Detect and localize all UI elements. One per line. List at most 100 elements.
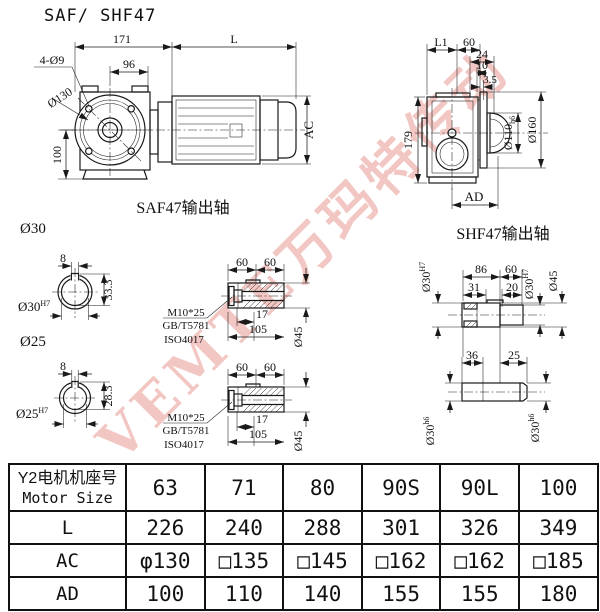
motor-size-table: Y2电机机座号 Motor Size 63 71 80 90S 90L 100 … [8,463,599,611]
shf-dim-25: 25 [508,348,520,362]
hollow-dim-17: 17 [256,307,268,321]
dim-179: 179 [401,131,415,149]
shf-shaft-left-dim: Ø30h6 [422,417,437,446]
shf-dim-31: 31 [468,280,480,294]
dim-3-5: 3.5 [483,74,497,86]
table-cell: 155 [360,576,442,611]
side-view-dimensions: L1 60 24 10 3.5 179 Ø110h6 Ø160 [401,35,546,209]
table-cell: 140 [282,576,363,611]
shf-bore-right-dim: Ø30H7 [521,269,536,299]
table-header-row: Y2电机机座号 Motor Size 63 71 80 90S 90L 100 [8,463,599,512]
dim-O160: Ø160 [525,117,539,144]
col-header-100: 100 [517,463,599,512]
dim-4xO9: 4-Ø9 [40,53,65,67]
shf-shaft-lower: 36 25 Ø30h6 Ø30h6 [422,348,551,445]
bore30-section: Ø30 8 33.3 Ø30H7 [18,221,115,320]
bore25-depth-dim: 28.3 [101,386,115,407]
bore30-fit-dim: Ø30H7 [18,299,50,314]
motor-size-header-cn: Y2电机机座号 [17,469,118,487]
table-cell: 240 [203,510,285,545]
shf-dim-36: 36 [466,348,478,362]
dim-L1: L1 [434,35,447,49]
hollow2-std-gb: GB/T5781 [162,425,209,437]
side-view-drawing [415,88,548,190]
shf-dim-O45: Ø45 [546,271,560,292]
motor-drawing [60,95,305,165]
dim-96: 96 [123,57,135,71]
col-header-80: 80 [282,463,363,512]
shf-dim-20: 20 [506,280,518,294]
hollow-dim-105: 105 [249,322,267,336]
shf-bore-left-dim: Ø30H7 [418,262,433,292]
hollow2-dim-60a: 60 [236,360,248,374]
motor-size-header-en: Motor Size [22,488,113,507]
table-cell: 288 [282,510,363,545]
dim-O130: Ø130 [45,85,75,111]
hollow-dim-60b: 60 [264,255,276,269]
front-view-drawing [68,85,152,180]
hollow-shaft-upper: 60 60 17 105 Ø45 M10*25 GB/T5781 ISO4017 [162,255,310,347]
drawings-svg: SAF/ SHF47 [16,6,567,451]
table-cell: □135 [203,543,285,578]
front-view-dimensions: 171 L 4-Ø9 96 Ø130 100 AC [34,32,316,180]
table-cell: □145 [282,543,363,578]
table-cell: □185 [517,543,599,578]
table-row-AC: AC φ130 □135 □145 □162 □162 □185 [8,543,599,578]
hollow2-dim-O45: Ø45 [291,431,305,452]
col-header-90S: 90S [360,463,442,512]
bore30-depth-dim: 33.3 [101,280,115,301]
table-cell: □162 [360,543,442,578]
hollow-dim-O45: Ø45 [291,327,305,348]
hollow-screw: M10*25 [167,307,205,319]
dim-10: 10 [476,58,488,72]
dim-24: 24 [476,47,488,61]
table-cell: 110 [203,576,285,611]
row-label-L: L [8,510,127,545]
table-cell: □162 [439,543,520,578]
hollow-shaft-lower: 60 60 17 105 Ø45 M10*25 GB/T5781 ISO4017 [162,360,310,451]
table-row-AD: AD 100 110 140 155 155 180 [8,576,599,611]
hollow-std-gb: GB/T5781 [162,320,209,332]
table-cell: 349 [517,510,599,545]
dim-60: 60 [463,35,475,49]
motor-size-header: Y2电机机座号 Motor Size [8,463,127,512]
table-cell: 155 [439,576,520,611]
shf-shaft-right-dim: Ø30h6 [527,414,542,443]
bore25-key-dim: 8 [60,359,66,373]
table-row-L: L 226 240 288 301 326 349 [8,510,599,545]
hollow2-dim-105: 105 [249,427,267,441]
shf-shaft-upper: 86 60 31 20 Ø30H7 Ø30H7 Ø45 [418,262,567,383]
dim-AD: AD [465,189,484,204]
table-cell: 180 [517,576,599,611]
shf-dim-86: 86 [475,262,487,276]
shf-output-label: SHF47输出轴 [456,225,549,243]
page-title: SAF/ SHF47 [44,6,156,26]
table-cell: φ130 [125,543,206,578]
col-header-71: 71 [203,463,285,512]
hollow2-dim-60b: 60 [264,360,276,374]
table-cell: 301 [360,510,442,545]
hollow2-screw: M10*25 [167,412,205,424]
hollow2-std-iso: ISO4017 [164,439,204,451]
hollow2-dim-17: 17 [256,412,268,426]
hollow-dim-60a: 60 [236,255,248,269]
bore25-title: Ø25 [20,334,46,350]
saf-output-label: SAF47输出轴 [136,199,229,217]
bore25-section: Ø25 8 28.3 Ø25H7 [16,334,115,428]
hollow-std-iso: ISO4017 [164,334,204,346]
dim-O110h6: Ø110h6 [501,116,517,150]
dim-L: L [230,32,237,46]
dim-100: 100 [50,146,64,164]
table-cell: 226 [125,510,206,545]
dim-AC: AC [301,121,316,139]
table-cell: 326 [439,510,520,545]
col-header-63: 63 [125,463,206,512]
table-cell: 100 [125,576,206,611]
bore25-fit-dim: Ø25H7 [16,406,48,421]
row-label-AC: AC [8,543,127,578]
col-header-90L: 90L [439,463,520,512]
shf-dim-60: 60 [505,262,517,276]
bore30-key-dim: 8 [60,251,66,265]
row-label-AD: AD [8,576,127,611]
